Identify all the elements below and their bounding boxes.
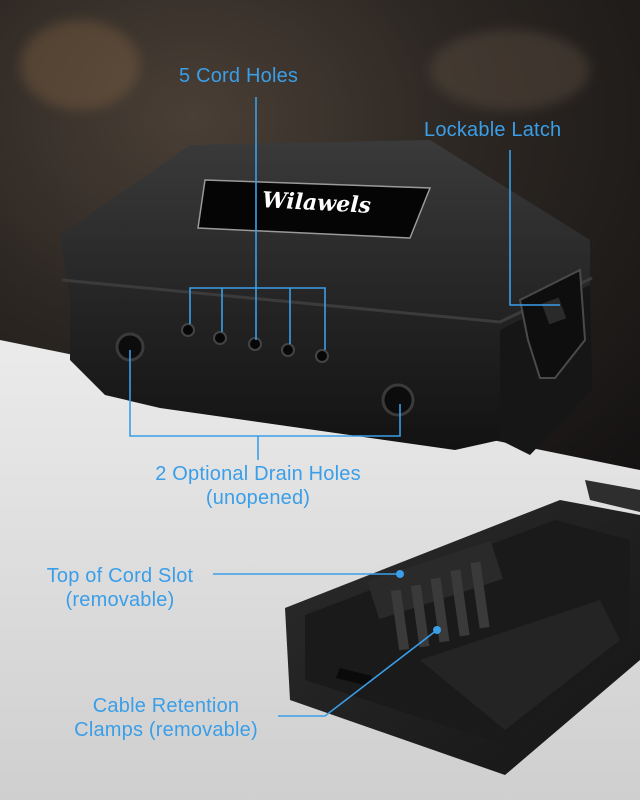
cord-hole	[248, 337, 262, 351]
label-drain-holes-line2: (unopened)	[205, 487, 311, 509]
callout-lines	[129, 97, 560, 717]
closed-box	[60, 140, 593, 455]
cord-hole	[281, 343, 295, 357]
label-cord-slot: Top of Cord Slot (removable)	[28, 564, 212, 612]
label-cord-slot-line1: Top of Cord Slot	[46, 565, 194, 587]
cord-hole	[181, 323, 195, 337]
open-box-floor	[420, 600, 620, 730]
label-drain-holes-line1: 2 Optional Drain Holes	[155, 463, 361, 485]
cable-clamps	[390, 561, 490, 651]
bokeh-light	[20, 20, 140, 110]
label-lockable-latch-text: Lockable Latch	[424, 119, 562, 141]
label-cord-slot-line2: (removable)	[65, 589, 175, 611]
drain-hole	[381, 383, 415, 417]
cord-hole	[315, 349, 329, 363]
open-box	[285, 480, 640, 775]
latch	[518, 268, 587, 379]
label-lockable-latch: Lockable Latch	[424, 118, 561, 142]
bokeh-light	[430, 30, 590, 110]
label-drain-holes: 2 Optional Drain Holes (unopened)	[120, 462, 396, 510]
label-cable-clamps-line2: Clamps (removable)	[74, 719, 258, 741]
label-cord-holes-text: 5 Cord Holes	[179, 65, 299, 87]
side-notch	[336, 668, 372, 686]
lid-hinge-edge	[585, 480, 640, 512]
label-cable-clamps: Cable Retention Clamps (removable)	[55, 694, 277, 742]
label-cable-clamps-line1: Cable Retention	[92, 695, 240, 717]
label-cord-holes: 5 Cord Holes	[179, 64, 298, 88]
cord-hole	[213, 331, 227, 345]
